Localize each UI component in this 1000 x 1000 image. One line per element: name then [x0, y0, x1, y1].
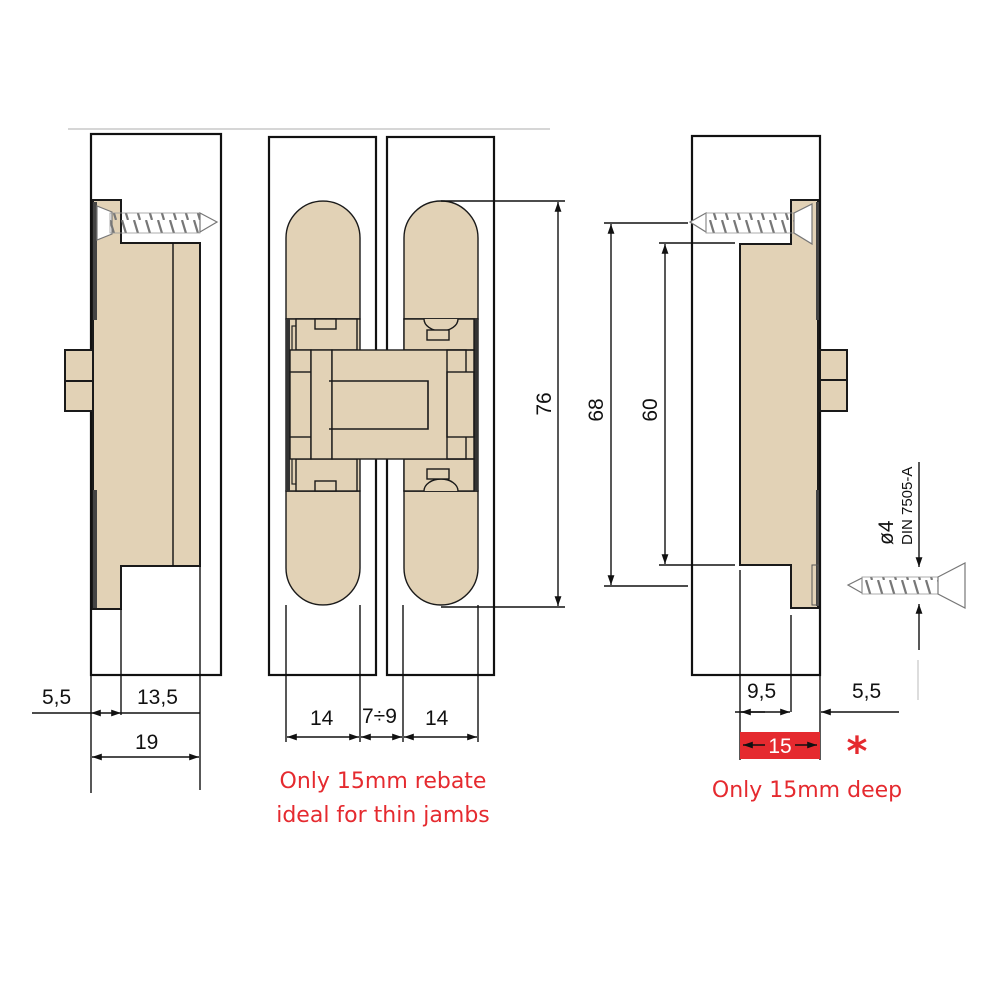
left-side-view: 5,5 13,5 19: [32, 132, 223, 793]
right-knuckle-bottom: [819, 379, 848, 412]
right-side-view: 68 60 9,5 5,5 15 * Only 15mm deep ø4: [585, 134, 966, 803]
note-rebate-line2: ideal for thin jambs: [276, 803, 490, 828]
left-face-plate-top: [93, 202, 97, 320]
note-rebate-line1: Only 15mm rebate: [280, 769, 487, 794]
dim-leaf-width-right: 14: [425, 707, 449, 730]
dim-screw-spacing: 68: [585, 398, 608, 421]
front-view: 14 7÷9 14 76 Only 15mm rebate ideal for …: [267, 135, 565, 828]
left-hinge-body: [92, 199, 201, 610]
right-screw-icon: [688, 203, 813, 246]
hinge-link-mechanism: [289, 349, 475, 460]
left-knuckle-top: [64, 349, 94, 382]
dim-rebate-depth: 15: [768, 735, 791, 758]
dim-length: 76: [533, 392, 556, 415]
left-screw-icon: [96, 205, 219, 241]
dim-right-offset: 5,5: [852, 680, 881, 703]
left-knuckle-bottom: [64, 380, 94, 412]
dim-left-total-width: 19: [135, 731, 158, 754]
screw-standard: DIN 7505-A: [899, 467, 916, 545]
note-depth: Only 15mm deep: [712, 778, 902, 803]
dim-left-offset: 5,5: [42, 686, 71, 709]
left-face-plate-bottom: [93, 490, 97, 608]
screw-diameter: ø4: [875, 520, 898, 545]
dim-gap: 7÷9: [362, 705, 397, 728]
spec-screw-icon: [846, 562, 966, 609]
dim-body-length: 60: [639, 398, 662, 421]
right-knuckle-top: [819, 349, 848, 381]
dim-right-body-depth: 9,5: [747, 680, 776, 703]
dim-left-body-depth: 13,5: [137, 686, 178, 709]
right-hinge-body: [739, 199, 819, 609]
asterisk-icon: *: [847, 729, 868, 775]
dim-leaf-width-left: 14: [310, 707, 334, 730]
